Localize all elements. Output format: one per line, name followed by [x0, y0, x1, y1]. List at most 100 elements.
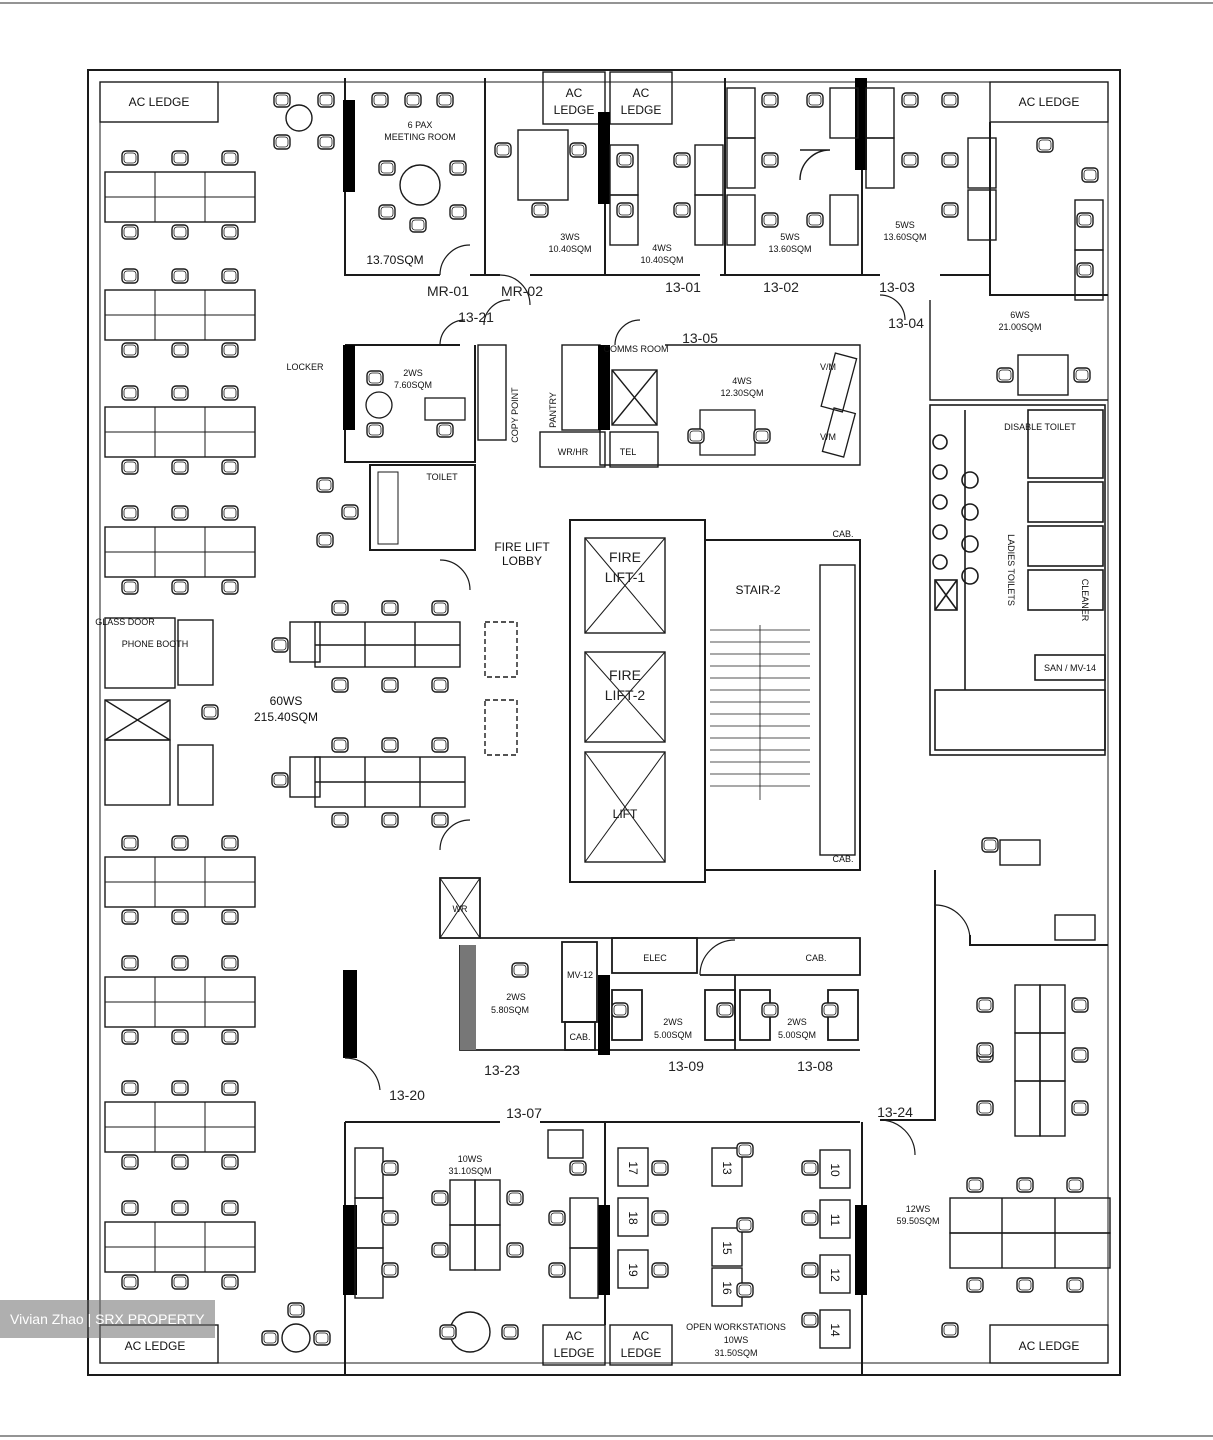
chair [316, 532, 334, 548]
chair [221, 1274, 239, 1290]
chair [381, 1210, 399, 1226]
chair [548, 1262, 566, 1278]
outer-walls [87, 69, 1121, 1376]
chair [171, 579, 189, 595]
chair [449, 160, 467, 176]
chair [569, 1160, 587, 1176]
chair [381, 812, 399, 828]
cab-label: CAB. [832, 529, 853, 539]
mr02-area: 10.40SQM [548, 244, 591, 254]
chair [1016, 1177, 1034, 1193]
r1301-area: 10.40SQM [640, 255, 683, 265]
chair [381, 737, 399, 753]
left-workstations [104, 150, 256, 1290]
wr-label: WR/HR [558, 447, 589, 457]
chair [381, 1160, 399, 1176]
r1324-ws: 12WS [906, 1204, 931, 1214]
r1303-ws: 5WS [895, 220, 915, 230]
cleaner-label: CLEANER [1080, 579, 1090, 622]
chair [801, 1210, 819, 1226]
chair [221, 224, 239, 240]
phone-booth-label: PHONE BOOTH [122, 639, 189, 649]
chair [261, 1330, 279, 1346]
vm-label: V/M [820, 432, 836, 442]
chair [404, 92, 422, 108]
chair [1071, 1100, 1089, 1116]
chair [436, 92, 454, 108]
seat-number: 14 [828, 1323, 842, 1337]
chair [341, 504, 359, 520]
chair [941, 1322, 959, 1338]
chair [316, 477, 334, 493]
chair [221, 1200, 239, 1216]
seat-number: 19 [626, 1263, 640, 1277]
chair [221, 579, 239, 595]
seat-number: 15 [720, 1241, 734, 1255]
mr01-code: MR-01 [427, 283, 469, 299]
chair [371, 92, 389, 108]
open60-area: 215.40SQM [254, 710, 318, 724]
chair [761, 212, 779, 228]
wr-label-2: WR [453, 904, 468, 914]
chair [171, 268, 189, 284]
chair [271, 772, 289, 788]
chair [221, 268, 239, 284]
ledge-label: LEDGE [554, 1346, 595, 1360]
chair [431, 1242, 449, 1258]
chair [381, 1262, 399, 1278]
seat-number: 13 [720, 1161, 734, 1175]
chair [436, 422, 454, 438]
r1309-area: 5.00SQM [654, 1030, 692, 1040]
chair [941, 202, 959, 218]
chair [409, 217, 427, 233]
chair [548, 1210, 566, 1226]
chair [313, 1330, 331, 1346]
chair [287, 1302, 305, 1318]
r1301-ws: 4WS [652, 243, 672, 253]
ac-ledge-label: AC LEDGE [125, 1339, 186, 1353]
locker-label: LOCKER [286, 362, 324, 372]
chair [736, 1217, 754, 1233]
r1305-ws: 4WS [732, 376, 752, 386]
chair [651, 1262, 669, 1278]
r1324-area: 59.50SQM [896, 1216, 939, 1226]
fire-lift-1-label: FIRE [609, 549, 641, 565]
chair [736, 1142, 754, 1158]
r1304-area: 21.00SQM [998, 322, 1041, 332]
ac-ledge-label: AC LEDGE [129, 95, 190, 109]
chair [966, 1177, 984, 1193]
chair [331, 737, 349, 753]
chair [801, 1160, 819, 1176]
chair [651, 1210, 669, 1226]
chair [317, 134, 335, 150]
chair [439, 1324, 457, 1340]
chair [171, 505, 189, 521]
mr01-desc: 6 PAX [408, 120, 433, 130]
ac-label: AC [633, 86, 650, 100]
chair [317, 92, 335, 108]
disable-toilet-label: DISABLE TOILET [1004, 422, 1076, 432]
r1307-area: 31.10SQM [448, 1166, 491, 1176]
chair [273, 134, 291, 150]
chair [221, 909, 239, 925]
chair [171, 224, 189, 240]
r1324-code: 13-24 [877, 1104, 913, 1120]
partition-columns [343, 78, 867, 204]
vm-label: V/M [820, 362, 836, 372]
chair [1036, 137, 1054, 153]
chair [431, 677, 449, 693]
chair [378, 160, 396, 176]
chair [494, 142, 512, 158]
chair [806, 212, 824, 228]
chair [121, 1029, 139, 1045]
chair [121, 1080, 139, 1096]
cab-label: CAB. [569, 1032, 590, 1042]
chair [761, 1002, 779, 1018]
chair [221, 342, 239, 358]
chair [1081, 167, 1099, 183]
door-swings [344, 244, 971, 1156]
chair [171, 150, 189, 166]
chair [941, 152, 959, 168]
chair [121, 150, 139, 166]
